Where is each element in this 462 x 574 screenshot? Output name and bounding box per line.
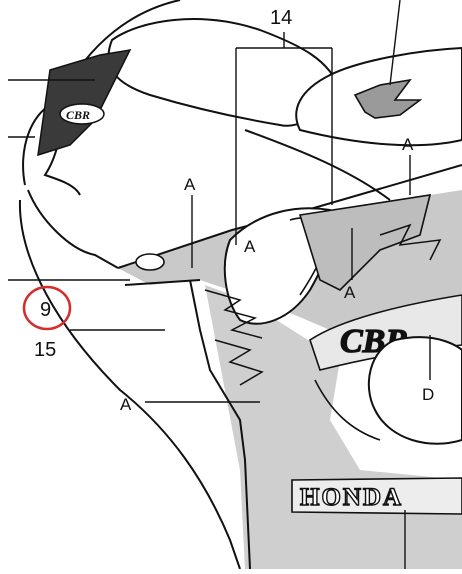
emblem-swoosh xyxy=(314,379,381,441)
ref-number-15: 15 xyxy=(34,339,56,361)
fairing-main-body-outline xyxy=(27,189,119,269)
fairing-side-vent xyxy=(135,253,165,271)
flame-graphic-2 xyxy=(214,339,264,386)
leader-14-bracket xyxy=(235,32,333,245)
small-cbr-badge xyxy=(59,103,105,125)
callout-a-right-upper: A xyxy=(402,135,414,154)
callout-a-left-lower: A xyxy=(120,395,132,414)
ref-number-9: 9 xyxy=(40,299,51,321)
flame-graphic-1 xyxy=(204,289,263,339)
highlight-circle-9 xyxy=(22,285,72,331)
fairing-stripe-line-lower xyxy=(124,279,201,286)
small-cbr-decal-panel xyxy=(37,49,132,157)
leader-top-right xyxy=(389,0,401,86)
honda-decal-text: HONDA xyxy=(300,484,403,511)
small-cbr-text: CBR xyxy=(66,108,90,122)
fairing-front-lower-edge xyxy=(18,199,241,570)
fairing-duct-panel xyxy=(298,194,432,291)
large-cbr-decal-band xyxy=(309,294,462,371)
round-emblem xyxy=(367,336,462,445)
callout-a-left-upper: A xyxy=(184,175,196,194)
callout-a-center: A xyxy=(244,237,256,256)
fairing-lower-edge-line xyxy=(189,279,251,570)
ref-number-14: 14 xyxy=(270,7,292,29)
flame-graphic-3 xyxy=(379,223,442,261)
fairing-rear-curve xyxy=(244,129,391,201)
callout-d-right: D xyxy=(422,385,434,404)
callout-a-center-low: A xyxy=(344,283,356,302)
honda-decal-plate xyxy=(291,477,462,515)
